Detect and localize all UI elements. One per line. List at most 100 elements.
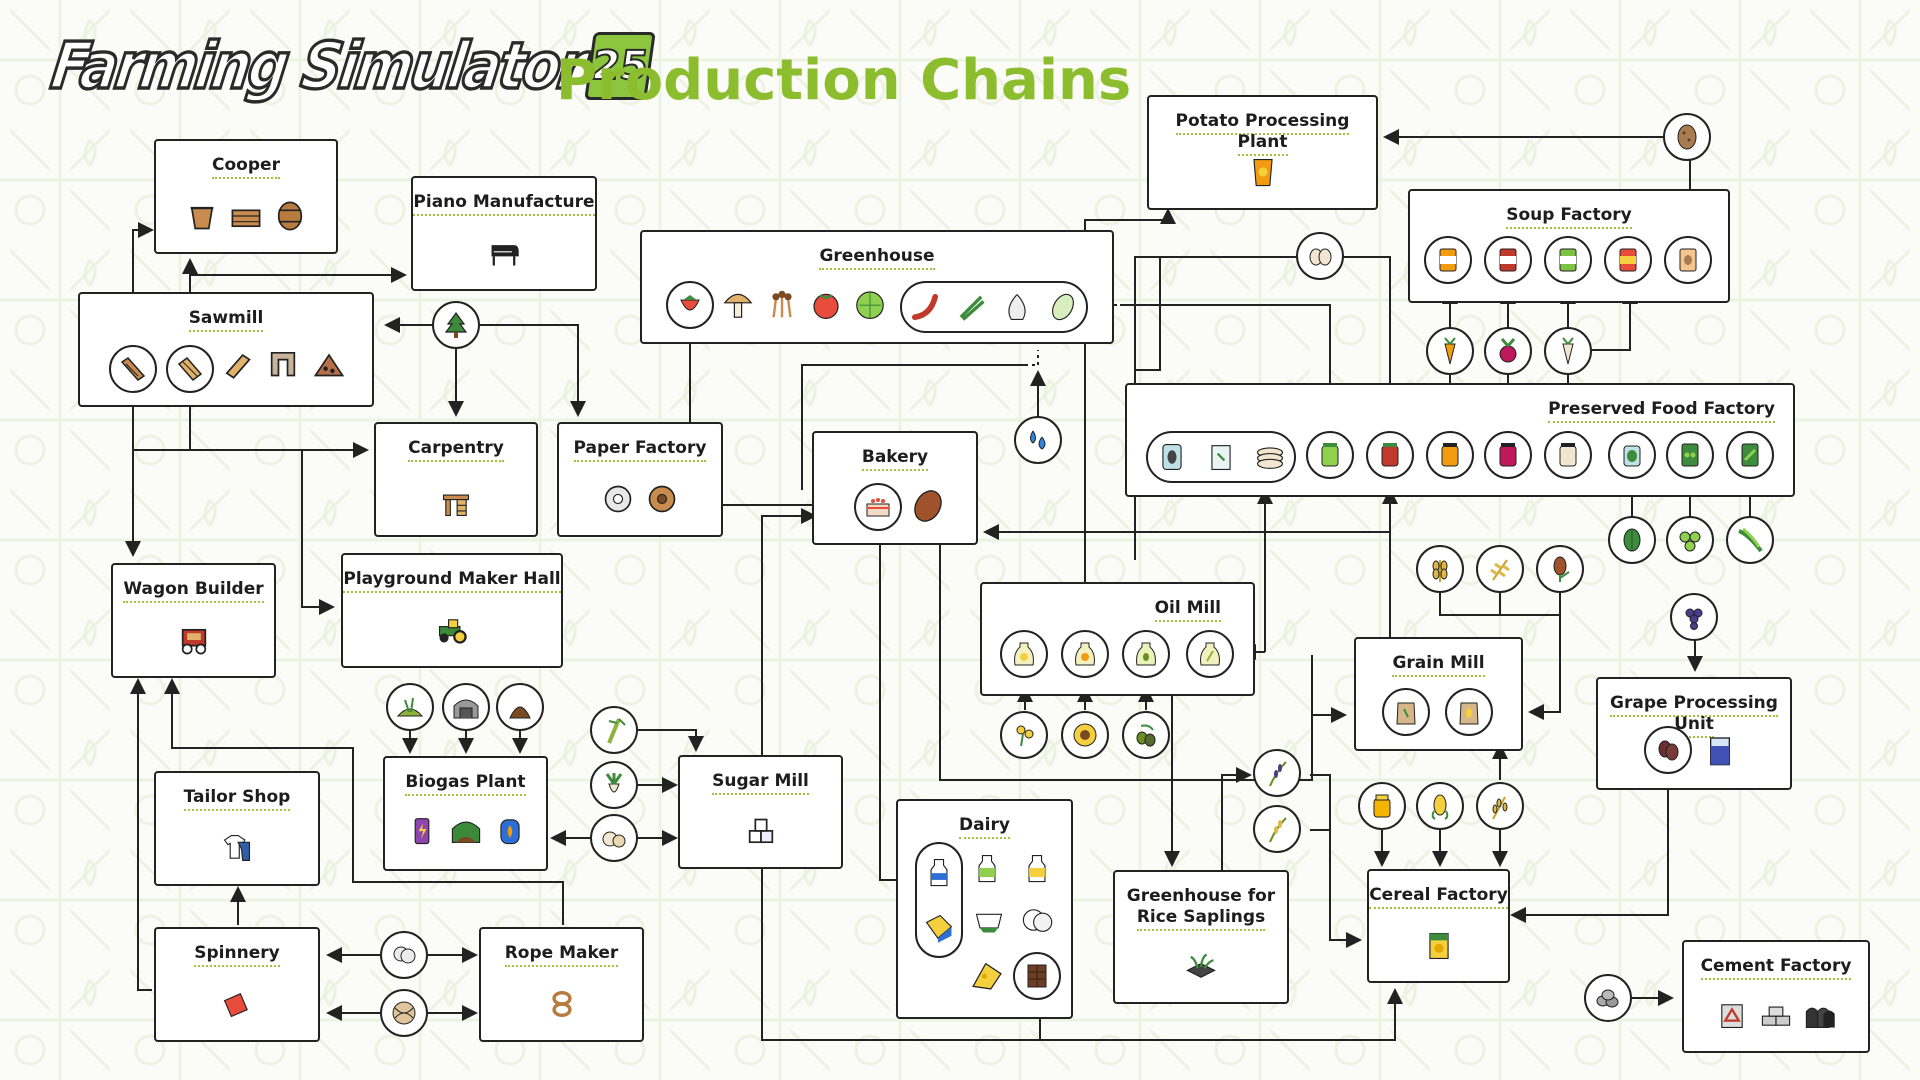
- furniture-icon: [442, 494, 470, 517]
- dairy-milk-group[interactable]: [915, 842, 963, 958]
- water-input-circle[interactable]: [1014, 416, 1062, 464]
- bakery-output-cake[interactable]: [854, 483, 902, 531]
- canola-input-circle[interactable]: [1000, 711, 1048, 759]
- preserved-jar-beet[interactable]: [1484, 431, 1532, 479]
- cornmeal-bag-icon: [1459, 702, 1479, 725]
- jar-parsnip-icon: [1559, 443, 1577, 467]
- boards-icon: [177, 356, 203, 382]
- grape-output-raisins[interactable]: [1644, 726, 1692, 774]
- oil-output-olive[interactable]: [1122, 630, 1170, 678]
- biogas-input-manure[interactable]: [496, 683, 544, 731]
- green-beans-input-circle[interactable]: [1726, 516, 1774, 564]
- box-potato-processing-plant[interactable]: Potato Processing Plant: [1147, 95, 1378, 210]
- greenhouse-output-strawberry[interactable]: [666, 281, 714, 329]
- soup-can-tomato[interactable]: [1604, 236, 1652, 284]
- spinach-input-circle[interactable]: [1608, 516, 1656, 564]
- box-carpentry[interactable]: Carpentry: [374, 422, 538, 537]
- box-bakery[interactable]: Bakery: [812, 431, 978, 545]
- potato-input-circle[interactable]: [1663, 113, 1711, 161]
- wool-input-circle[interactable]: [380, 931, 428, 979]
- bunker-icon: [453, 699, 479, 719]
- wood-input-circle[interactable]: [432, 301, 480, 349]
- oat-input-circle[interactable]: [1476, 782, 1524, 830]
- box-title: Cereal Factory: [1369, 885, 1508, 909]
- sunflower-input-circle[interactable]: [1061, 711, 1109, 759]
- soup-can-potato[interactable]: [1664, 236, 1712, 284]
- corn-input-circle[interactable]: [1416, 782, 1464, 830]
- preserved-jar-napa[interactable]: [1306, 431, 1354, 479]
- preserved-packaging-group[interactable]: [1146, 431, 1296, 483]
- sugar-input-beet[interactable]: [590, 761, 638, 809]
- preserved-jar-carrot[interactable]: [1426, 431, 1474, 479]
- sugar-input-beet-cut[interactable]: [590, 814, 638, 862]
- grape-juice-icon: [1710, 737, 1730, 766]
- olive-oil-icon: [1136, 642, 1156, 666]
- chocolate-icon: [1027, 964, 1047, 988]
- grain-output-flour[interactable]: [1382, 688, 1430, 736]
- raisins-icon: [1658, 740, 1679, 761]
- oat-icon: [1492, 796, 1508, 820]
- box-cooper[interactable]: Cooper: [154, 139, 338, 254]
- carrot-input-circle[interactable]: [1426, 327, 1474, 375]
- sunflower-oil-icon: [1075, 642, 1095, 666]
- barley-input-circle[interactable]: [1476, 545, 1524, 593]
- biogas-input-bunker[interactable]: [442, 683, 490, 731]
- box-piano-manufacture[interactable]: Piano Manufacture: [411, 176, 597, 291]
- green-beans-icon: [1738, 527, 1763, 553]
- long-grain-rice-input-circle[interactable]: [1253, 805, 1301, 853]
- can-beans-icon: [1741, 443, 1759, 467]
- stone-input-circle[interactable]: [1584, 974, 1632, 1022]
- sorghum-input-circle[interactable]: [1536, 545, 1584, 593]
- rice-input-circle[interactable]: [1253, 749, 1301, 797]
- yarn-input-circle[interactable]: [380, 989, 428, 1037]
- peas-icon: [1679, 531, 1701, 552]
- peas-input-circle[interactable]: [1666, 516, 1714, 564]
- sugar-cubes-icon: [748, 818, 773, 844]
- oil-output-rice[interactable]: [1186, 630, 1234, 678]
- box-wagon-builder[interactable]: Wagon Builder: [111, 563, 276, 678]
- soup-can-beet[interactable]: [1484, 236, 1532, 284]
- preserved-can-beans[interactable]: [1726, 431, 1774, 479]
- honey-input-circle[interactable]: [1358, 782, 1406, 830]
- oil-output-sunflower[interactable]: [1061, 630, 1109, 678]
- boards-circle[interactable]: [166, 345, 214, 393]
- canola-flower-icon: [1016, 725, 1034, 747]
- dairy-output-chocolate[interactable]: [1013, 952, 1061, 1000]
- planks-circle[interactable]: [109, 345, 157, 393]
- preserved-jar-parsnip[interactable]: [1544, 431, 1592, 479]
- soup-can-carrot[interactable]: [1424, 236, 1472, 284]
- preserved-jar-fruit[interactable]: [1366, 431, 1414, 479]
- preserved-jar-spinach[interactable]: [1608, 431, 1656, 479]
- box-paper-factory[interactable]: Paper Factory: [557, 422, 723, 537]
- oil-output-canola[interactable]: [1000, 630, 1048, 678]
- cement-bag-icon: [1721, 1004, 1743, 1029]
- box-tailor-shop[interactable]: Tailor Shop: [154, 771, 320, 886]
- box-greenhouse-rice-saplings[interactable]: Greenhouse for Rice Saplings: [1113, 870, 1289, 1004]
- beetroot-input-circle[interactable]: [1484, 327, 1532, 375]
- box-cereal-factory[interactable]: Cereal Factory: [1367, 869, 1510, 983]
- sugar-input-sugarcane[interactable]: [590, 706, 638, 754]
- box-sugar-mill[interactable]: Sugar Mill: [678, 755, 843, 869]
- soup-can-parsnip[interactable]: [1544, 236, 1592, 284]
- box-biogas-plant[interactable]: Biogas Plant: [383, 756, 548, 871]
- box-title: Carpentry: [408, 438, 504, 462]
- sunflower-icon: [1073, 723, 1097, 747]
- greenhouse-vegetables-group[interactable]: [900, 281, 1088, 333]
- olive-input-circle[interactable]: [1122, 711, 1170, 759]
- eggs-input-circle[interactable]: [1296, 232, 1344, 280]
- chili-icon: [911, 293, 939, 321]
- wheat-input-circle[interactable]: [1416, 545, 1464, 593]
- box-rope-maker[interactable]: Rope Maker: [479, 927, 644, 1042]
- box-cement-factory[interactable]: Cement Factory: [1682, 940, 1870, 1053]
- box-grape-processing-unit[interactable]: Grape Processing Unit: [1596, 677, 1792, 790]
- grain-output-cornmeal[interactable]: [1445, 688, 1493, 736]
- box-playground-maker-hall[interactable]: Playground Maker Hall: [341, 553, 563, 668]
- canned-fish-icon: [1162, 443, 1182, 471]
- box-spinnery[interactable]: Spinnery: [154, 927, 320, 1042]
- parsnip-input-circle[interactable]: [1544, 327, 1592, 375]
- grapes-input-circle[interactable]: [1670, 593, 1718, 641]
- preserved-can-peas[interactable]: [1666, 431, 1714, 479]
- box-grain-mill[interactable]: Grain Mill: [1354, 637, 1523, 751]
- rope-icon: [551, 990, 572, 1018]
- biogas-input-silage[interactable]: [386, 683, 434, 731]
